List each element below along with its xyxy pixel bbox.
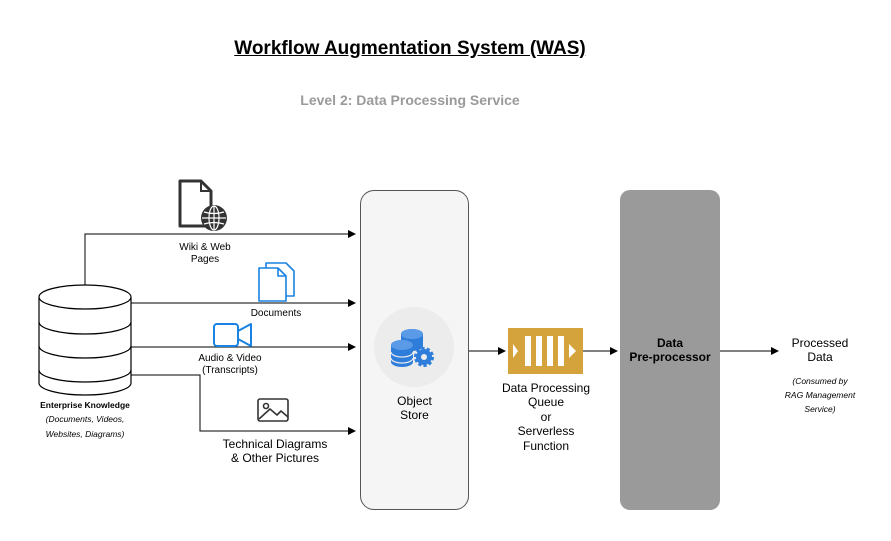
web-page-icon xyxy=(178,179,227,231)
data-preprocessor-box xyxy=(620,190,720,510)
output-note-1: (Consumed by xyxy=(792,376,848,386)
queue-label-1: Data Processing xyxy=(501,381,591,395)
preprocessor-label-1: Data xyxy=(656,336,683,350)
diagram-title: Workflow Augmentation System (WAS) xyxy=(234,38,586,59)
queue-label-5: Function xyxy=(522,439,570,453)
queue-label-4: Serverless xyxy=(517,424,575,438)
image-icon xyxy=(257,398,289,422)
flow-arrows xyxy=(84,230,779,435)
arrow-diagrams xyxy=(131,374,356,435)
queue-label-2: Queue xyxy=(527,395,565,409)
database-icon xyxy=(38,284,132,396)
queue-icon xyxy=(508,328,583,374)
wiki-label-2: Pages xyxy=(190,254,220,265)
video-camera-icon xyxy=(213,323,252,347)
wiki-label-1: Wiki & Web xyxy=(179,242,231,253)
source-title: Enterprise Knowledge xyxy=(40,400,130,410)
source-detail-1: (Documents, Videos, xyxy=(45,414,125,424)
audio-video-label-2: (Transcripts) xyxy=(202,365,258,376)
documents-label: Documents xyxy=(250,308,302,319)
database-gear-icon xyxy=(374,307,454,387)
preprocessor-label-2: Pre-processor xyxy=(629,350,711,364)
diagrams-label-1: Technical Diagrams xyxy=(222,437,328,451)
output-note-2: RAG Management xyxy=(784,390,856,400)
source-detail-2: Websites, Diagrams) xyxy=(45,429,125,439)
output-label-1: Processed xyxy=(791,336,849,350)
output-label-2: Data xyxy=(807,350,833,364)
arrow-wiki xyxy=(84,230,356,285)
audio-video-label-1: Audio & Video xyxy=(198,353,262,364)
diagrams-label-2: & Other Pictures xyxy=(230,451,320,465)
object-store-label-1: Object xyxy=(397,394,432,408)
output-note-3: Service) xyxy=(804,404,836,414)
documents-icon xyxy=(258,262,295,302)
queue-label-3: or xyxy=(540,410,552,424)
object-store-label-2: Store xyxy=(400,408,429,422)
diagram-subtitle: Level 2: Data Processing Service xyxy=(300,92,520,108)
